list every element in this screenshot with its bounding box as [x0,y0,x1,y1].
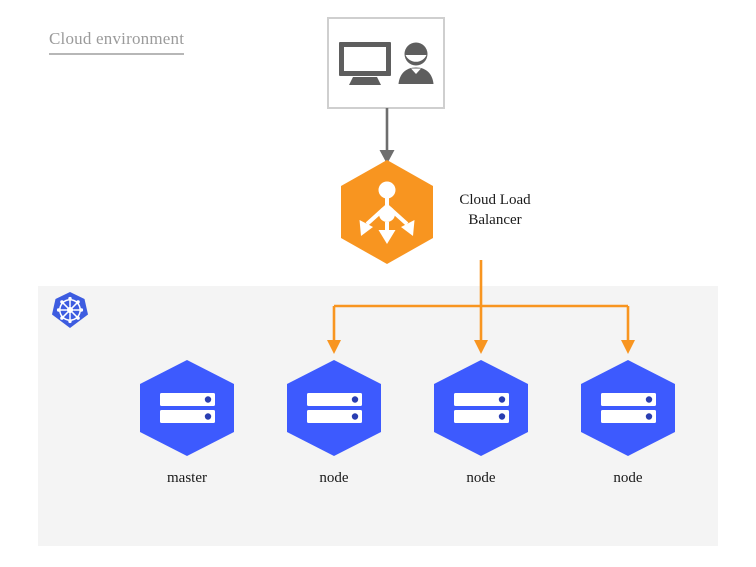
cluster-node-3[interactable]: node [581,360,675,487]
server-icon [601,393,656,423]
node-hexagon[interactable] [140,360,234,456]
cluster-node-1[interactable]: node [287,360,381,487]
node-hexagon[interactable] [581,360,675,456]
client-icon-group [337,39,435,87]
cluster-node-master[interactable]: master [140,360,234,487]
node-label: node [613,470,643,486]
page-title: Cloud environment [49,29,185,55]
load-balancer-distribute-icon [359,181,415,244]
kubernetes-logo-icon [50,290,90,330]
node-hexagon[interactable] [434,360,528,456]
server-icon [454,393,509,423]
load-balancer-label-line-1: Cloud Load [459,192,531,208]
server-icon [307,393,362,423]
load-balancer-label: Cloud Load Balancer [440,190,550,231]
server-icon [160,393,215,423]
node-label: master [167,470,207,486]
node-hexagon[interactable] [287,360,381,456]
node-label: node [466,470,496,486]
connector-load-balancer-to-nodes [320,260,650,365]
load-balancer-node[interactable] [341,160,433,264]
user-icon [397,39,435,87]
monitor-icon [337,39,393,87]
node-label: node [319,470,349,486]
cluster-node-2[interactable]: node [434,360,528,487]
arrow-client-to-load-balancer [370,108,404,170]
client-box[interactable] [327,17,445,109]
load-balancer-label-line-2: Balancer [468,212,522,229]
